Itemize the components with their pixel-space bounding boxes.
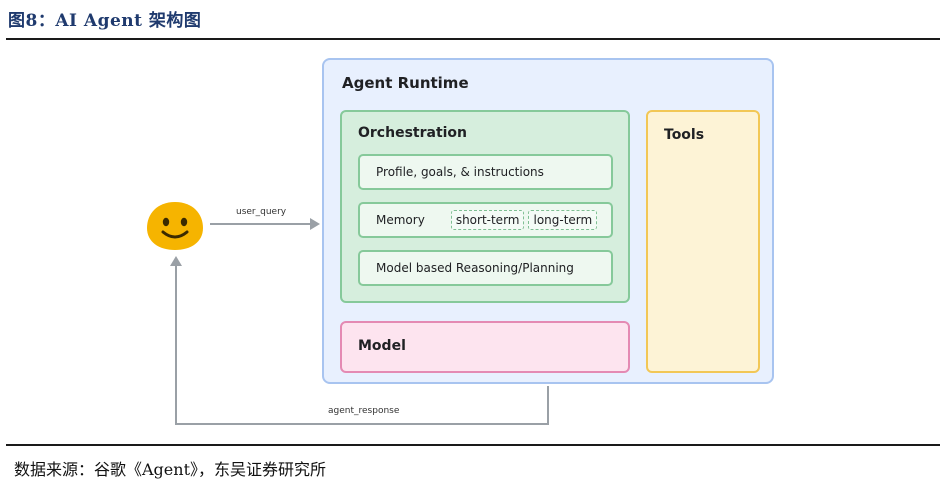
agent-response-label: agent_response — [328, 406, 400, 416]
model-box: Model — [340, 321, 630, 373]
smiley-face-icon — [147, 202, 203, 250]
orchestration-box: Orchestration Profile, goals, & instruct… — [340, 110, 630, 303]
agent-response-arrowhead — [170, 256, 182, 266]
memory-label: Memory — [376, 213, 425, 227]
profile-goals-instructions-label: Profile, goals, & instructions — [376, 165, 544, 179]
profile-goals-instructions-box: Profile, goals, & instructions — [358, 154, 613, 190]
short-term-memory-chip: short-term — [450, 210, 525, 230]
bottom-rule — [6, 444, 940, 446]
source-note: 数据来源：谷歌《Agent》，东吴证券研究所 — [14, 460, 327, 479]
agent-runtime-box: Agent Runtime Orchestration Profile, goa… — [322, 58, 774, 384]
reasoning-planning-box: Model based Reasoning/Planning — [358, 250, 613, 286]
agent-runtime-title: Agent Runtime — [342, 74, 469, 92]
reasoning-planning-label: Model based Reasoning/Planning — [376, 261, 574, 275]
orchestration-title: Orchestration — [358, 125, 468, 141]
agent-response-path — [175, 262, 549, 425]
long-term-memory-chip: long-term — [528, 210, 598, 230]
top-rule — [6, 38, 940, 40]
user-query-arrowhead — [310, 218, 320, 230]
tools-title: Tools — [664, 127, 705, 143]
tools-box: Tools — [646, 110, 760, 373]
user-query-label: user_query — [236, 207, 287, 217]
model-title: Model — [358, 338, 406, 354]
memory-box: Memory short-term long-term — [358, 202, 613, 238]
figure-title: 图8：AI Agent 架构图 — [8, 11, 202, 31]
